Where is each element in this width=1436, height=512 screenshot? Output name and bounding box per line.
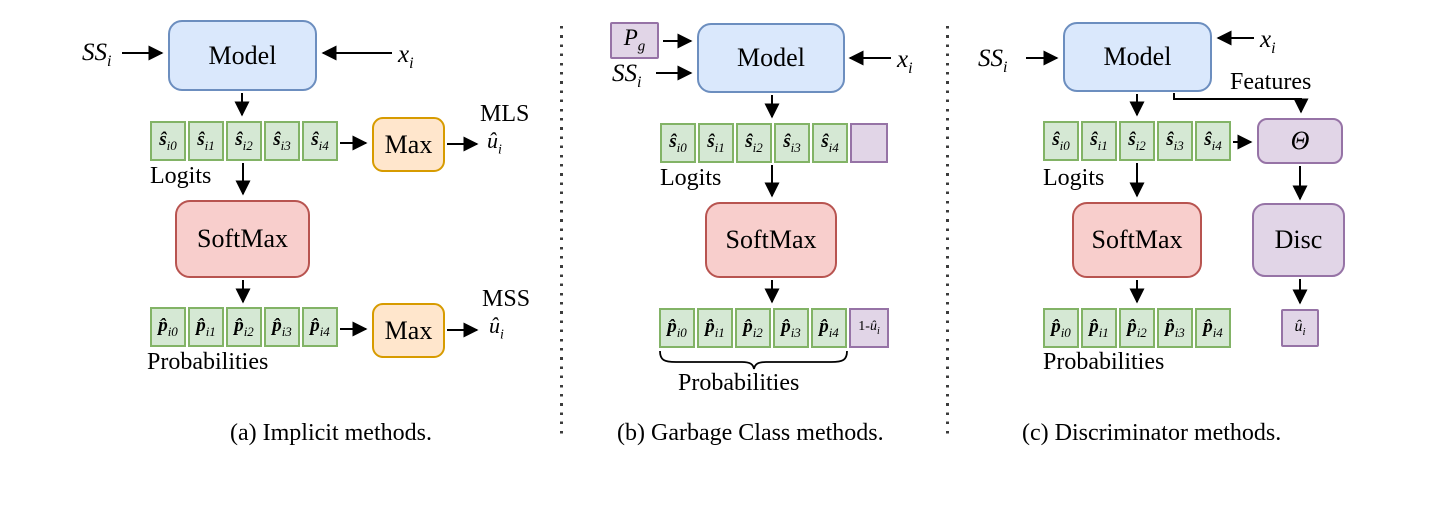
model-box-b: Model <box>697 23 845 93</box>
probabilities-label-c: Probabilities <box>1043 349 1165 375</box>
ss-sub: i <box>107 53 112 70</box>
model-label-b: Model <box>737 43 805 72</box>
mss-label: MSS <box>482 286 531 312</box>
prob-cell: p̂i2 <box>735 308 771 348</box>
logit-cell: ŝi4 <box>1195 121 1231 161</box>
prob-cell: p̂i1 <box>697 308 733 348</box>
logits-row-a: ŝi0 ŝi1 ŝi2 ŝi3 ŝi4 <box>150 121 338 161</box>
softmax-label-a: SoftMax <box>197 224 288 253</box>
model-label-c: Model <box>1103 42 1172 71</box>
x-sub: i <box>409 55 414 72</box>
mls-label: MLS <box>480 101 530 127</box>
logit-cell: ŝi1 <box>698 123 734 163</box>
mls-output-a: MLS ûi <box>480 102 529 157</box>
x-input-label-b: xi <box>897 46 913 77</box>
logit-cell: ŝi3 <box>264 121 300 161</box>
features-line <box>1173 93 1309 114</box>
panel-separator-left <box>560 26 563 438</box>
disc-box-c: Disc <box>1252 203 1345 277</box>
probabilities-label-b: Probabilities <box>678 370 800 396</box>
ss-input-label-c: SSi <box>978 45 1008 76</box>
x-input-label-a: xi <box>398 42 414 72</box>
x-base: x <box>398 41 410 68</box>
logits-row-c: ŝi0 ŝi1 ŝi2 ŝi3 ŝi4 <box>1043 121 1231 161</box>
mls-uhat-label: ûi <box>487 128 502 158</box>
garbage-logit-cell <box>850 123 888 163</box>
garbage-prior-box-b: Pg <box>610 22 659 59</box>
prob-cell: p̂i0 <box>1043 308 1079 348</box>
uhat-label: ûi <box>1294 317 1306 339</box>
model-box-a: Model <box>168 20 317 91</box>
logit-cell: ŝi3 <box>1157 121 1193 161</box>
pg-label: Pg <box>623 25 646 55</box>
model-label-a: Model <box>208 40 277 70</box>
prob-cell: p̂i4 <box>811 308 847 348</box>
disc-label: Disc <box>1274 225 1323 254</box>
ss-input-label-b: SSi <box>612 60 642 91</box>
uncertainty-output-box-c: ûi <box>1281 309 1319 347</box>
probabilities-label-a: Probabilities <box>147 349 269 375</box>
logit-cell: ŝi1 <box>1081 121 1117 161</box>
theta-label: Θ <box>1290 126 1310 155</box>
prob-cell: p̂i4 <box>302 307 338 347</box>
prob-cell: p̂i2 <box>1119 308 1155 348</box>
panel-separator-right <box>946 26 949 438</box>
prob-cell: p̂i3 <box>264 307 300 347</box>
max-box-top-a: Max <box>372 117 445 172</box>
theta-box-c: Θ <box>1257 118 1343 164</box>
prob-cell: p̂i3 <box>1157 308 1193 348</box>
probabilities-brace <box>659 350 848 370</box>
prob-cell: p̂i4 <box>1195 308 1231 348</box>
max-box-bottom-a: Max <box>372 303 445 358</box>
probabilities-row-a: p̂i0 p̂i1 p̂i2 p̂i3 p̂i4 <box>150 307 338 347</box>
max-label: Max <box>384 315 433 345</box>
mss-uhat-label: ûi <box>489 313 504 343</box>
logits-row-b: ŝi0 ŝi1 ŝi2 ŝi3 ŝi4 <box>660 123 888 163</box>
garbage-prob-cell: 1-ûi <box>849 308 889 348</box>
caption-b: (b) Garbage Class methods. <box>617 420 884 446</box>
prob-cell: p̂i3 <box>773 308 809 348</box>
logit-cell: ŝi0 <box>150 121 186 161</box>
softmax-box-c: SoftMax <box>1072 202 1202 278</box>
logit-cell: ŝi2 <box>736 123 772 163</box>
prob-cell: p̂i1 <box>1081 308 1117 348</box>
prob-cell: p̂i1 <box>188 307 224 347</box>
model-box-c: Model <box>1063 22 1212 92</box>
logits-label-b: Logits <box>660 165 722 191</box>
softmax-box-a: SoftMax <box>175 200 310 278</box>
logit-cell: ŝi2 <box>226 121 262 161</box>
logit-cell: ŝi2 <box>1119 121 1155 161</box>
logit-cell: ŝi3 <box>774 123 810 163</box>
logit-cell: ŝi4 <box>812 123 848 163</box>
probabilities-row-b: p̂i0 p̂i1 p̂i2 p̂i3 p̂i4 1-ûi <box>659 308 889 348</box>
softmax-label-b: SoftMax <box>725 225 817 254</box>
caption-a: (a) Implicit methods. <box>230 420 432 446</box>
softmax-box-b: SoftMax <box>705 202 837 278</box>
softmax-label-c: SoftMax <box>1091 225 1183 254</box>
logit-cell: ŝi1 <box>188 121 224 161</box>
logit-cell: ŝi0 <box>1043 121 1079 161</box>
logit-cell: ŝi4 <box>302 121 338 161</box>
prob-cell: p̂i0 <box>659 308 695 348</box>
mss-output-a: MSS ûi <box>482 287 530 342</box>
prob-cell: p̂i0 <box>150 307 186 347</box>
x-input-label-c: xi <box>1260 26 1276 57</box>
logits-label-a: Logits <box>150 163 212 189</box>
max-label: Max <box>384 129 433 159</box>
logit-cell: ŝi0 <box>660 123 696 163</box>
prob-cell: p̂i2 <box>226 307 262 347</box>
caption-c: (c) Discriminator methods. <box>1022 420 1282 446</box>
ss-base: SS <box>82 39 107 66</box>
features-label-c: Features <box>1230 69 1312 95</box>
ss-input-label-a: SSi <box>82 40 111 70</box>
logits-label-c: Logits <box>1043 165 1105 191</box>
probabilities-row-c: p̂i0 p̂i1 p̂i2 p̂i3 p̂i4 <box>1043 308 1231 348</box>
